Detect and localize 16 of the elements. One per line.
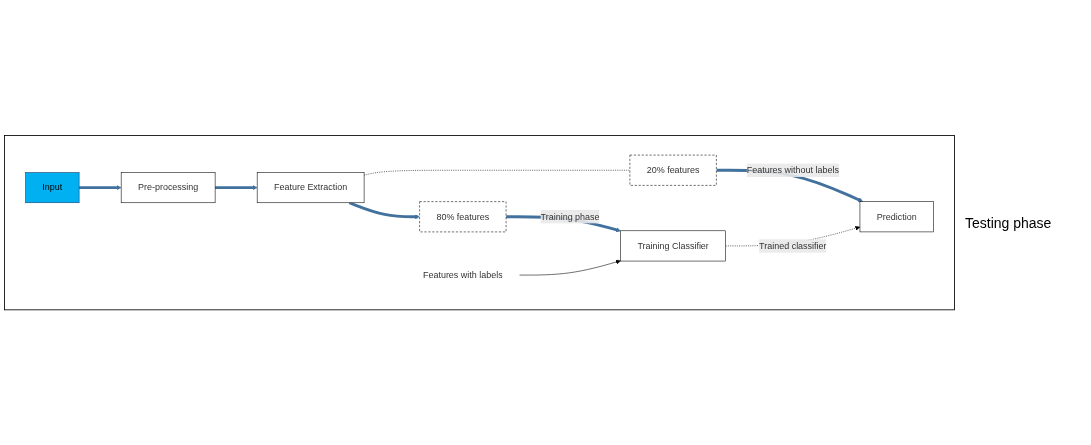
node-box: Pre-processing <box>120 172 216 203</box>
node-box: Feature Extraction <box>256 172 365 203</box>
node-box: 20% features <box>629 154 717 186</box>
edge-label: Training phase <box>540 211 600 222</box>
arrow <box>79 185 122 190</box>
edge-label: Trained classifier <box>759 240 827 251</box>
cluster <box>4 134 955 311</box>
arrow <box>348 201 420 220</box>
note-label: Testing phase <box>965 214 1053 231</box>
node-box: 80% features <box>419 201 507 233</box>
node-box: Input <box>25 172 80 203</box>
node-box: Training Classifier <box>620 230 726 262</box>
arrow <box>215 185 258 190</box>
edge-label: Features without labels <box>746 165 839 175</box>
node-text: Features with labels <box>422 269 503 280</box>
node-box: Prediction <box>859 201 934 233</box>
